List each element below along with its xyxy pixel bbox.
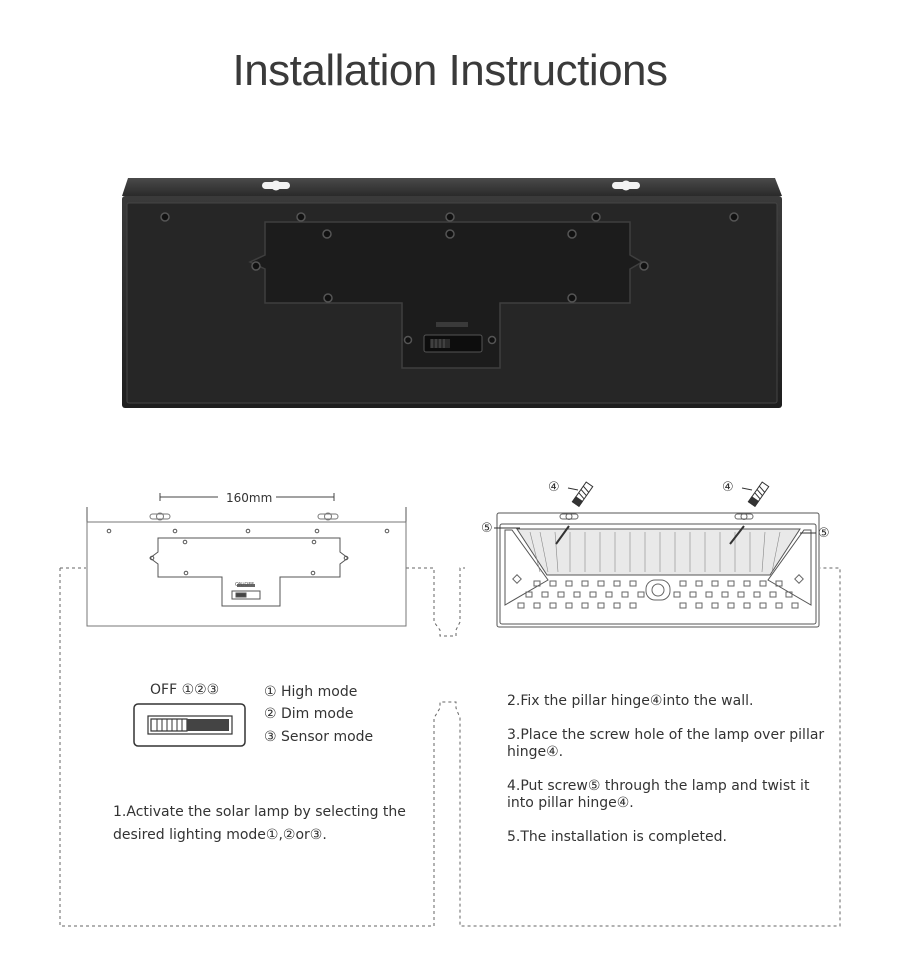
step3-line2: hinge④. [507, 744, 564, 760]
mode-dim: ② Dim mode [264, 706, 354, 722]
dimension-label: 160mm [226, 491, 273, 505]
callout-hinge-right: ④ [722, 480, 734, 495]
switch-header: OFF ①②③ [150, 682, 220, 698]
step1-line2: desired lighting mode①,②or③. [113, 827, 327, 843]
step3-line1: 3.Place the screw hole of the lamp over … [507, 727, 825, 743]
step4-line2: into pillar hinge④. [507, 795, 634, 811]
page-title: Installation Instructions [232, 46, 668, 95]
step1-line1: 1.Activate the solar lamp by selecting t… [113, 804, 406, 820]
callout-screw-right: ⑤ [818, 526, 830, 541]
mode-high: ① High mode [264, 684, 358, 700]
step2: 2.Fix the pillar hinge④into the wall. [507, 693, 754, 709]
mode-sensor: ③ Sensor mode [264, 729, 374, 745]
callout-hinge-left: ④ [548, 480, 560, 495]
switch-marking: ON/OFF [235, 582, 255, 588]
step4-line1: 4.Put screw⑤ through the lamp and twist … [507, 778, 810, 794]
callout-screw-left: ⑤ [481, 521, 493, 536]
step5: 5.The installation is completed. [507, 829, 727, 845]
